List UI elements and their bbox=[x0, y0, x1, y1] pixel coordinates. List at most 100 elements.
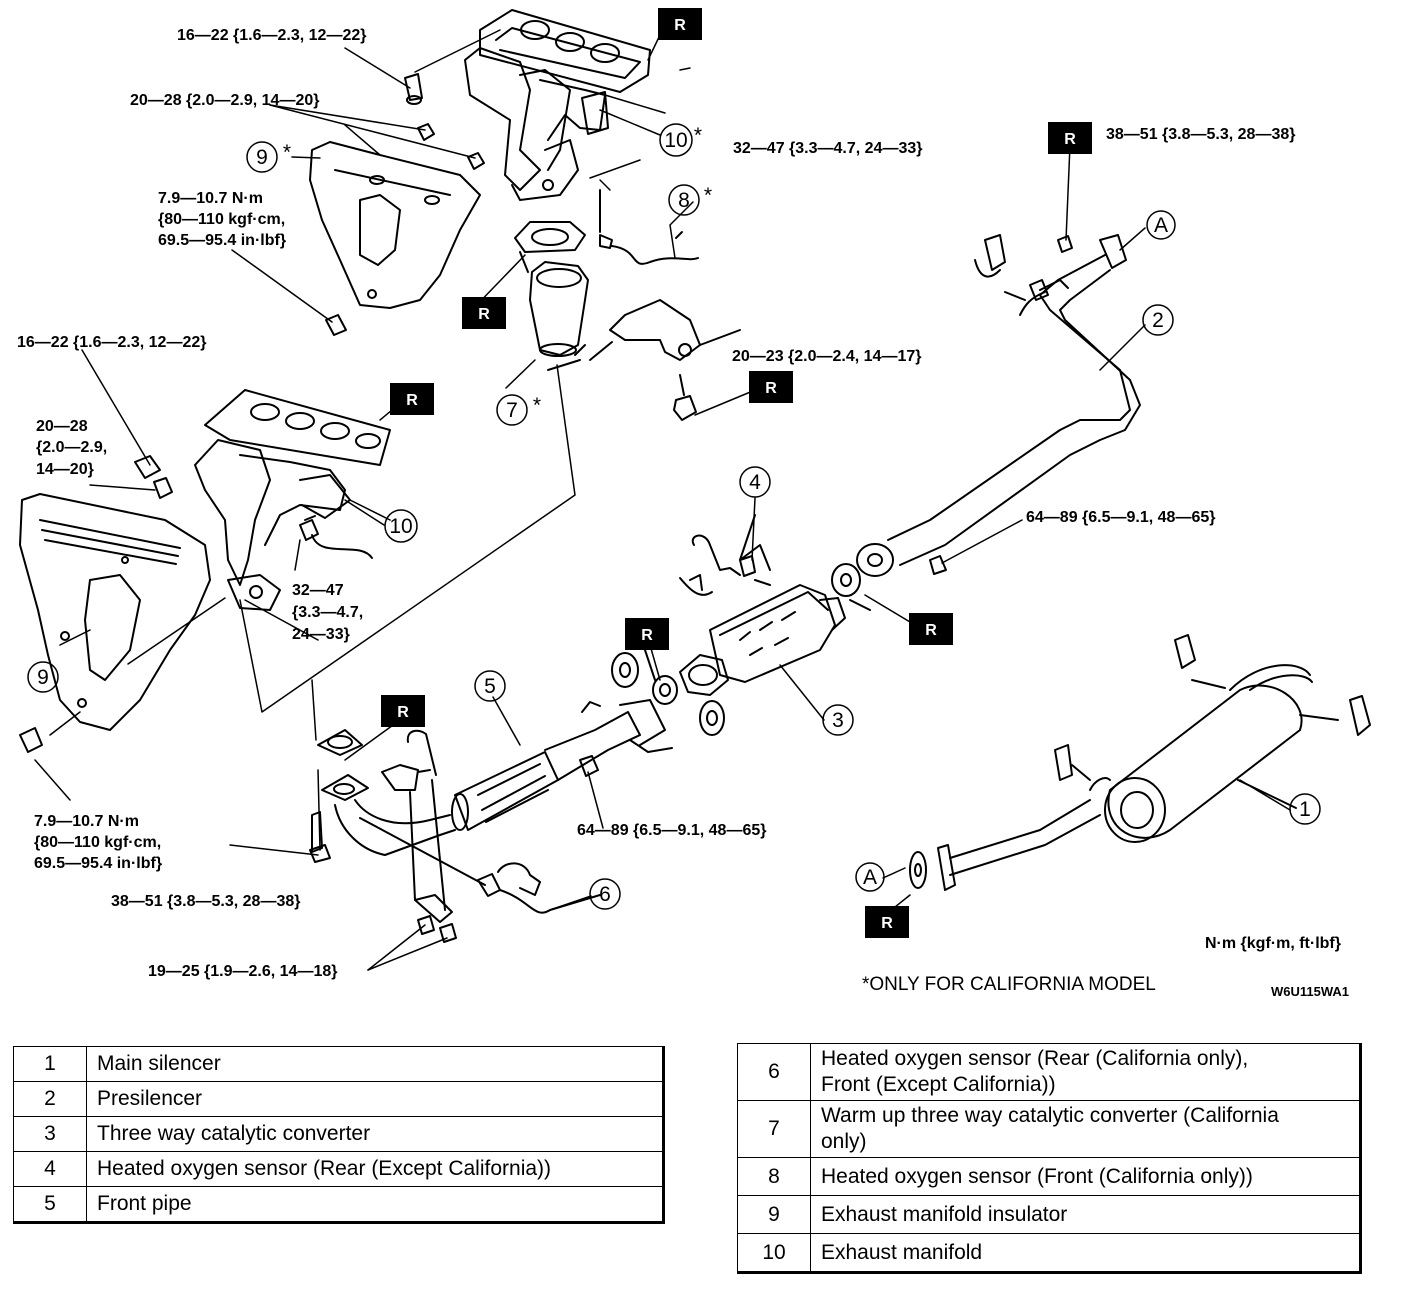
svg-text:2: 2 bbox=[1152, 309, 1164, 332]
legend-part-name: Main silencer bbox=[86, 1046, 664, 1082]
callout-3: 3 bbox=[822, 704, 854, 736]
callout-4: 4 bbox=[739, 466, 771, 498]
svg-text:1: 1 bbox=[1299, 798, 1311, 821]
lower-fasteners-drawing bbox=[19, 455, 316, 753]
torque-lower-insulator-2: {80—110 kgf·cm, bbox=[34, 834, 161, 851]
front-pipe-drawing bbox=[317, 699, 673, 856]
svg-text:R: R bbox=[925, 622, 937, 639]
svg-text:R: R bbox=[674, 17, 686, 34]
legend-number: 6 bbox=[737, 1043, 811, 1101]
legend-number: 10 bbox=[737, 1233, 811, 1273]
torque-lower-insulator-1: 7.9—10.7 N·m bbox=[34, 813, 139, 830]
torque-upper-insulator-3: 69.5—95.4 in·lbf} bbox=[158, 232, 286, 249]
exhaust-system-diagram: R R R R R R R R R A A 1 2 3 4 5 6 7* 8* … bbox=[17, 8, 1371, 999]
torque-lower-nut-3: 14—20} bbox=[36, 461, 94, 478]
svg-text:10: 10 bbox=[389, 515, 412, 538]
torque-upper-bolt: 16—22 {1.6—2.3, 12—22} bbox=[177, 27, 366, 44]
svg-text:6: 6 bbox=[599, 883, 611, 906]
legend-number: 1 bbox=[13, 1046, 87, 1082]
torque-lower-insulator-3: 69.5—95.4 in·lbf} bbox=[34, 855, 162, 872]
svg-text:*: * bbox=[704, 184, 712, 207]
replace-mark: R bbox=[909, 613, 953, 645]
callout-10-lower: 10 bbox=[384, 509, 418, 543]
svg-text:*: * bbox=[283, 141, 291, 164]
torque-converter-nut: 64—89 {6.5—9.1, 48—65} bbox=[1026, 509, 1215, 526]
svg-text:7: 7 bbox=[506, 399, 518, 422]
units-note: N·m {kgf·m, ft·lbf} bbox=[1205, 935, 1341, 952]
torque-upper-insulator-1: 7.9—10.7 N·m bbox=[158, 190, 263, 207]
svg-text:8: 8 bbox=[678, 189, 690, 212]
warmup-catalytic-converter-drawing bbox=[514, 221, 589, 371]
torque-lower-nut-1: 20—28 bbox=[36, 418, 88, 435]
callout-5: 5 bbox=[474, 670, 506, 702]
presilencer-drawing bbox=[887, 234, 1141, 566]
part-callouts: 1 2 3 4 5 6 7* 8* 9* 9 10* 10 bbox=[27, 123, 1321, 910]
legend-part-name: Exhaust manifold bbox=[810, 1233, 1361, 1273]
torque-lower-manifold-nut-2: {3.3—4.7, bbox=[292, 604, 363, 621]
legend-part-name: Front pipe bbox=[86, 1186, 664, 1223]
legend-number: 8 bbox=[737, 1157, 811, 1196]
callout-2: 2 bbox=[1142, 304, 1174, 336]
torque-bracket-bolt: 20—23 {2.0—2.4, 14—17} bbox=[732, 348, 921, 365]
callout-1: 1 bbox=[1289, 793, 1321, 825]
torque-upper-manifold-nut: 32—47 {3.3—4.7, 24—33} bbox=[733, 140, 922, 157]
svg-text:R: R bbox=[765, 380, 777, 397]
svg-text:R: R bbox=[406, 392, 418, 409]
legend-part-name: Heated oxygen sensor (Rear (California o… bbox=[810, 1043, 1361, 1101]
converter-bracket-drawing bbox=[589, 299, 741, 421]
legend-part-name: Presilencer bbox=[86, 1081, 664, 1117]
replace-marks: R R R R R R R R R bbox=[381, 8, 1092, 938]
connection-mark-a: A bbox=[1146, 210, 1176, 240]
lower-exhaust-manifold-drawing bbox=[194, 389, 391, 611]
upper-leader-lines bbox=[231, 29, 691, 323]
svg-text:A: A bbox=[1154, 214, 1168, 237]
legend-number: 3 bbox=[13, 1116, 87, 1152]
torque-bracket-nuts: 19—25 {1.9—2.6, 14—18} bbox=[148, 963, 337, 980]
torque-lower-nut-2: {2.0—2.9, bbox=[36, 439, 107, 456]
replace-mark: R bbox=[462, 297, 506, 329]
gaskets-drawing bbox=[611, 649, 725, 736]
callout-9-lower: 9 bbox=[27, 661, 59, 693]
svg-text:R: R bbox=[641, 627, 653, 644]
front-oxygen-sensor-drawing bbox=[599, 189, 699, 265]
torque-upper-nut: 20—28 {2.0—2.9, 14—20} bbox=[130, 92, 319, 109]
replace-mark: R bbox=[658, 8, 702, 40]
torque-lower-manifold-nut-3: 24—33} bbox=[292, 626, 350, 643]
legend-number: 7 bbox=[737, 1100, 811, 1158]
replace-mark: R bbox=[381, 695, 425, 727]
torque-lower-bolt: 16—22 {1.6—2.3, 12—22} bbox=[17, 334, 206, 351]
legend-part-name: Heated oxygen sensor (Front (California … bbox=[810, 1157, 1361, 1196]
legend-part-name: Heated oxygen sensor (Rear (Except Calif… bbox=[86, 1151, 664, 1187]
upper-manifold-insulator-drawing bbox=[309, 141, 481, 309]
california-note: *ONLY FOR CALIFORNIA MODEL bbox=[862, 974, 1156, 995]
svg-text:3: 3 bbox=[832, 709, 844, 732]
svg-text:9: 9 bbox=[256, 146, 268, 169]
torque-frontpipe-lower: 38—51 {3.8—5.3, 28—38} bbox=[111, 893, 300, 910]
callout-7: 7* bbox=[496, 394, 541, 426]
callout-10-upper: 10* bbox=[659, 123, 702, 157]
upper-exhaust-manifold-drawing bbox=[464, 9, 651, 201]
torque-upper-insulator-2: {80—110 kgf·cm, bbox=[158, 211, 285, 228]
svg-text:*: * bbox=[694, 124, 702, 147]
callout-9-upper: 9* bbox=[246, 141, 291, 173]
svg-text:R: R bbox=[881, 915, 893, 932]
torque-lower-manifold-nut-1: 32—47 bbox=[292, 582, 344, 599]
callout-8: 8* bbox=[668, 184, 712, 216]
presilencer-gaskets-drawing bbox=[831, 543, 947, 611]
svg-text:R: R bbox=[1064, 131, 1076, 148]
torque-presilencer-nut: 38—51 {3.8—5.3, 28—38} bbox=[1106, 126, 1295, 143]
svg-text:4: 4 bbox=[749, 471, 761, 494]
connection-mark-a: A bbox=[855, 862, 885, 892]
torque-labels: 16—22 {1.6—2.3, 12—22} 20—28 {2.0—2.9, 1… bbox=[17, 27, 1295, 980]
legend-number: 4 bbox=[13, 1151, 87, 1187]
replace-mark: R bbox=[625, 618, 669, 650]
